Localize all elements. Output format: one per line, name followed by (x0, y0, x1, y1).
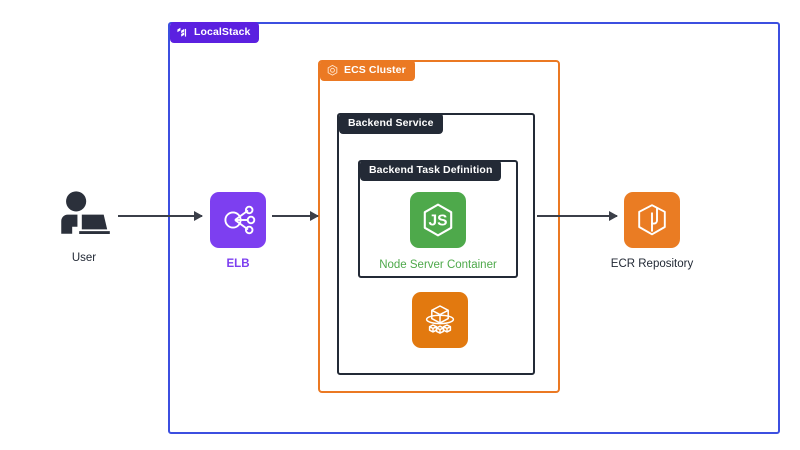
node-node-server-container: JS Node Server Container (379, 192, 497, 272)
localstack-badge: LocalStack (170, 22, 260, 43)
backend-task-definition-badge-label: Backend Task Definition (369, 164, 493, 177)
ecs-task-cube-icon (425, 305, 455, 334)
ecr-tile (624, 192, 680, 248)
ecr-repository-icon (638, 204, 666, 236)
localstack-badge-label: LocalStack (194, 26, 251, 39)
node-node-server-container-label: Node Server Container (379, 259, 497, 271)
node-ecr-repository-label: ECR Repository (610, 258, 694, 270)
localstack-boundary (168, 22, 780, 434)
elastic-load-balancer-icon (224, 205, 256, 235)
svg-text:JS: JS (429, 213, 448, 230)
ecs-cluster-icon (326, 64, 339, 77)
node-elb-label: ELB (226, 258, 250, 270)
nodejs-tile: JS (410, 192, 466, 248)
user-at-laptop-icon (61, 190, 110, 234)
node-ecs-task (412, 292, 468, 348)
arrow-user-to-elb (118, 215, 202, 217)
ecs-task-tile (412, 292, 468, 348)
arrow-elb-to-ecs-cluster (272, 215, 318, 217)
backend-service-badge: Backend Service (339, 113, 443, 134)
ecs-cluster-boundary (318, 60, 560, 393)
arrow-backend-service-to-ecr (537, 215, 617, 217)
node-ecr-repository: ECR Repository (611, 192, 693, 271)
backend-service-badge-label: Backend Service (348, 117, 434, 130)
node-user: User (52, 186, 116, 265)
nodejs-icon: JS (423, 203, 453, 237)
elb-tile (210, 192, 266, 248)
node-user-label: User (71, 252, 97, 264)
node-elb: ELB (209, 192, 267, 271)
ecs-cluster-badge: ECS Cluster (320, 60, 415, 81)
backend-task-definition-badge: Backend Task Definition (360, 160, 502, 181)
ecs-cluster-badge-label: ECS Cluster (344, 64, 406, 77)
localstack-logo-icon (176, 26, 189, 39)
